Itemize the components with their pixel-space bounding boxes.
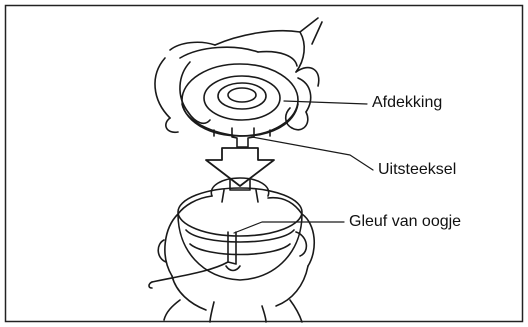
eyelet-slot-label: Gleuf van oogje [349,214,461,230]
cover-with-hands [155,18,322,147]
down-arrow-icon [206,148,274,186]
spool-housing-with-hands [149,178,314,322]
leader-line-cover [284,101,367,104]
protrusion-label: Uitsteeksel [378,162,456,178]
leader-line-protrusion [252,137,373,170]
cover-label: Afdekking [372,95,442,111]
